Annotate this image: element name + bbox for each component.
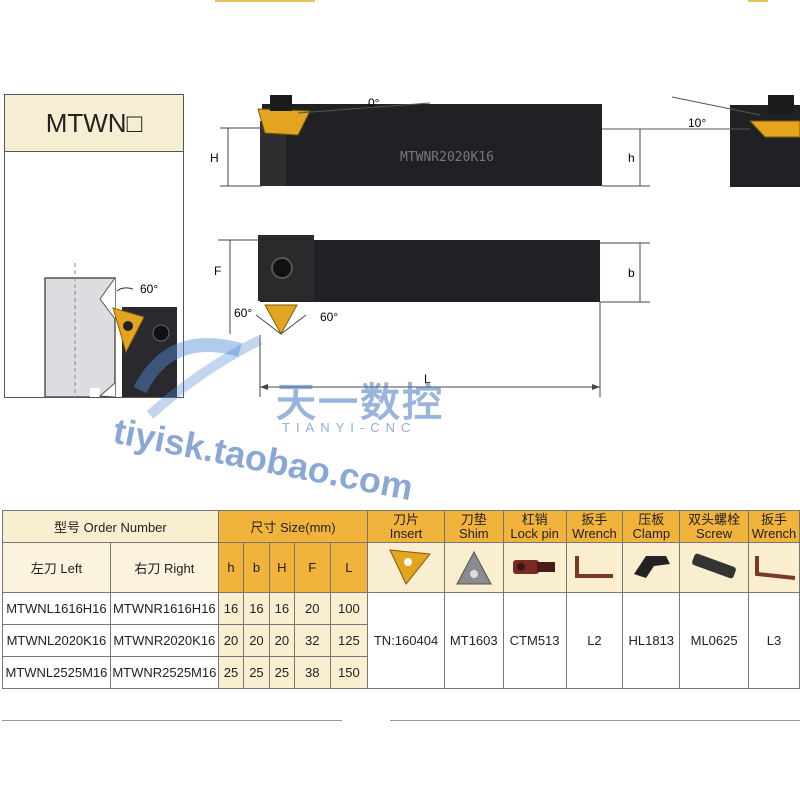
wrench2-value: L3: [748, 592, 800, 689]
clamp-value: HL1813: [622, 592, 681, 689]
lockpin-image: [502, 542, 567, 593]
watermark-en: TIANYI-CNC: [282, 420, 417, 435]
right-header: 右刀 Right: [109, 542, 219, 593]
row3-L: 150: [329, 656, 369, 689]
schematic-title: MTWN□: [5, 95, 183, 152]
schematic-angle: 60°: [140, 282, 158, 296]
row2-left: MTWNL2020K16: [2, 624, 111, 657]
row1-F: 20: [294, 592, 331, 625]
shank-top-view: [262, 104, 602, 186]
row2-H: 20: [268, 624, 296, 657]
row1-b: 16: [243, 592, 270, 625]
dim-F-label: F: [214, 264, 221, 278]
schematic-drawing: 60°: [44, 263, 177, 397]
dim-L-label: L: [424, 372, 431, 386]
dim-header-L: L: [329, 542, 369, 593]
dim-h-label: h: [628, 151, 635, 165]
bottom-rule: [2, 720, 342, 721]
bottom-rule-right: [390, 720, 800, 721]
row2-F: 32: [294, 624, 331, 657]
tool-drawing: 0° MTWNR2020K16 H h 10° F b 60° 60° L: [210, 95, 800, 397]
dim-header-b: b: [243, 542, 270, 593]
insert-value: TN:160404: [367, 592, 445, 689]
row3-b: 25: [243, 656, 270, 689]
screw-image: [679, 542, 749, 593]
angle-60-left: 60°: [234, 306, 252, 320]
angle-0-label: 0°: [368, 96, 380, 110]
clamp-image: [622, 542, 681, 593]
dim-H-label: H: [210, 151, 219, 165]
wrench1-value: L2: [565, 592, 624, 689]
top-rule-right: [748, 0, 768, 2]
row2-h: 20: [217, 624, 245, 657]
row3-H: 25: [268, 656, 296, 689]
schematic-panel: MTWN□ 60°: [4, 94, 184, 398]
row3-left: MTWNL2525M16: [2, 656, 111, 689]
row3-F: 38: [294, 656, 331, 689]
wrench-image-1: [565, 542, 624, 593]
shim-image: [443, 542, 504, 593]
insert-image: [367, 542, 445, 593]
row2-right: MTWNR2020K16: [109, 624, 219, 657]
watermark-cn: 天一数控: [276, 380, 444, 426]
row1-right: MTWNR1616H16: [109, 592, 219, 625]
order-header: 型号 Order Number: [2, 510, 219, 543]
top-rule: [215, 0, 315, 2]
row1-L: 100: [329, 592, 369, 625]
lockpin-value: CTM513: [502, 592, 567, 689]
row3-h: 25: [217, 656, 245, 689]
row3-right: MTWNR2525M16: [109, 656, 219, 689]
shim-value: MT1603: [443, 592, 504, 689]
shank-side-view: [260, 240, 600, 302]
row1-left: MTWNL1616H16: [2, 592, 111, 625]
dim-b-label: b: [628, 266, 635, 280]
row2-b: 20: [243, 624, 270, 657]
angle-60-right: 60°: [320, 310, 338, 324]
dim-header-H: H: [268, 542, 296, 593]
left-header: 左刀 Left: [2, 542, 111, 593]
dim-header-h: h: [217, 542, 245, 593]
row1-h: 16: [217, 592, 245, 625]
dim-header-F: F: [294, 542, 331, 593]
wrench-image-2: [748, 542, 800, 593]
watermark-logo: [133, 335, 263, 419]
angle-10-label: 10°: [688, 116, 706, 130]
screw-value: ML0625: [679, 592, 749, 689]
row1-H: 16: [268, 592, 296, 625]
tool-marking: MTWNR2020K16: [400, 150, 494, 165]
size-header: 尺寸 Size(mm): [217, 510, 369, 543]
row2-L: 125: [329, 624, 369, 657]
